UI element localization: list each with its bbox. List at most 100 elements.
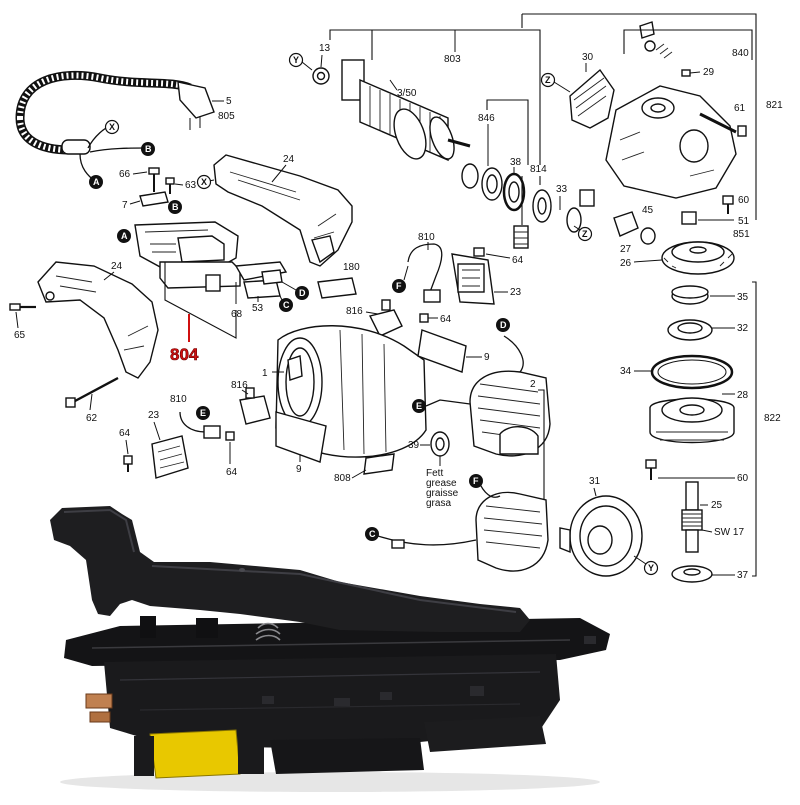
- connector-b1: B: [141, 142, 155, 156]
- terminal-816-upper: [368, 299, 403, 337]
- svg-text:E: E: [200, 408, 206, 418]
- callout-810-top: 810: [418, 232, 435, 243]
- bracket-846: [486, 99, 529, 165]
- grease-note-2: graisse: [426, 488, 459, 499]
- callout-821: 821: [766, 100, 783, 111]
- brush-holder-lower: [151, 411, 221, 479]
- callout-37: 37: [737, 570, 749, 581]
- callout-63: 63: [185, 180, 197, 191]
- insulation-808: [363, 453, 395, 475]
- gear-parts: [613, 211, 735, 275]
- svg-text:Z: Z: [582, 229, 588, 239]
- bracket-821: [522, 13, 757, 220]
- insulation-180: [317, 277, 357, 299]
- svg-text:Y: Y: [293, 55, 299, 65]
- callout-39: 39: [408, 440, 420, 451]
- screw-66: [148, 167, 160, 192]
- handle-half-24-upper: [213, 154, 353, 267]
- callout-34: 34: [620, 366, 632, 377]
- callout-25: 25: [711, 500, 723, 511]
- callout-3-50: 3/50: [397, 88, 417, 99]
- callout-805: 805: [218, 111, 235, 122]
- connector-y2: Y: [643, 560, 659, 576]
- svg-text:Y: Y: [648, 563, 654, 573]
- svg-text:F: F: [473, 476, 479, 486]
- screw-63: [165, 177, 175, 194]
- callout-23-bottom: 23: [148, 410, 160, 421]
- callout-24-top: 24: [283, 154, 295, 165]
- svg-text:B: B: [145, 144, 152, 154]
- bracket-822: [752, 281, 757, 577]
- callout-5: 5: [226, 96, 232, 107]
- screw-60-top: [722, 195, 734, 214]
- callout-35: 35: [737, 292, 749, 303]
- field-coil-lower: [475, 491, 549, 572]
- highlight-label-804: 804: [170, 345, 199, 364]
- insulation-9-upper: [417, 329, 467, 373]
- callout-13: 13: [319, 43, 331, 54]
- screw-64-bottom: [225, 431, 235, 441]
- callout-68: 68: [231, 309, 243, 320]
- svg-text:D: D: [299, 288, 306, 298]
- part-39: [430, 431, 450, 457]
- callout-23-top: 23: [510, 287, 522, 298]
- callout-180: 180: [343, 262, 360, 273]
- grease-note-1: grease: [426, 478, 457, 489]
- connector-c1: C: [279, 298, 293, 312]
- insulation-9-lower: [275, 411, 327, 463]
- svg-text:D: D: [500, 320, 507, 330]
- connector-a2: A: [117, 229, 131, 243]
- grease-note-0: Fett: [426, 468, 443, 479]
- armature: [312, 59, 471, 162]
- callout-816-top: 816: [346, 306, 363, 317]
- connector-x2: X: [196, 174, 212, 190]
- callout-33: 33: [556, 184, 568, 195]
- svg-text:B: B: [172, 202, 179, 212]
- callout-816-bottom: 816: [231, 380, 248, 391]
- callout-51: 51: [738, 216, 750, 227]
- callout-7: 7: [122, 200, 128, 211]
- brush-holder-upper: [407, 243, 495, 305]
- callout-65: 65: [14, 330, 26, 341]
- callout-64-mid: 64: [440, 314, 452, 325]
- connector-z1: Z: [577, 226, 593, 242]
- callout-808: 808: [334, 473, 351, 484]
- coil-wire-d: [503, 335, 524, 373]
- handle-half-24-lower: [37, 261, 159, 379]
- callout-62: 62: [86, 413, 98, 424]
- callout-814: 814: [530, 164, 547, 175]
- callout-1: 1: [262, 368, 268, 379]
- svg-text:C: C: [369, 529, 376, 539]
- callout-2: 2: [530, 379, 536, 390]
- part-7: [139, 191, 169, 207]
- callout-840: 840: [732, 48, 749, 59]
- bracket-840: [623, 29, 753, 60]
- coil-wire-e: [425, 399, 471, 407]
- svg-text:C: C: [283, 300, 290, 310]
- callout-9-upper: 9: [484, 352, 490, 363]
- callout-27: 27: [620, 244, 632, 255]
- fan-baffle-31: [559, 495, 643, 577]
- callout-24-left: 24: [111, 261, 123, 272]
- connector-d2: D: [496, 318, 510, 332]
- switch-assembly-drawing: [134, 221, 288, 292]
- spindle: [671, 481, 713, 583]
- connector-f1: F: [392, 279, 406, 293]
- screw-60-bottom: [645, 459, 657, 480]
- callout-64-left: 64: [119, 428, 131, 439]
- callout-66: 66: [119, 169, 131, 180]
- callout-803: 803: [444, 54, 461, 65]
- callout-38: 38: [510, 157, 522, 168]
- screw-65: [9, 303, 36, 311]
- connector-y1: Y: [288, 52, 304, 68]
- svg-text:X: X: [201, 177, 207, 187]
- callout-31: 31: [589, 476, 601, 487]
- bracket-804: [164, 262, 237, 339]
- callout-30: 30: [582, 52, 594, 63]
- callout-61: 61: [734, 103, 746, 114]
- callout-60-top: 60: [738, 195, 750, 206]
- callout-60-bottom: 60: [737, 473, 749, 484]
- screw-64-mid: [419, 313, 429, 323]
- callout-846: 846: [478, 113, 495, 124]
